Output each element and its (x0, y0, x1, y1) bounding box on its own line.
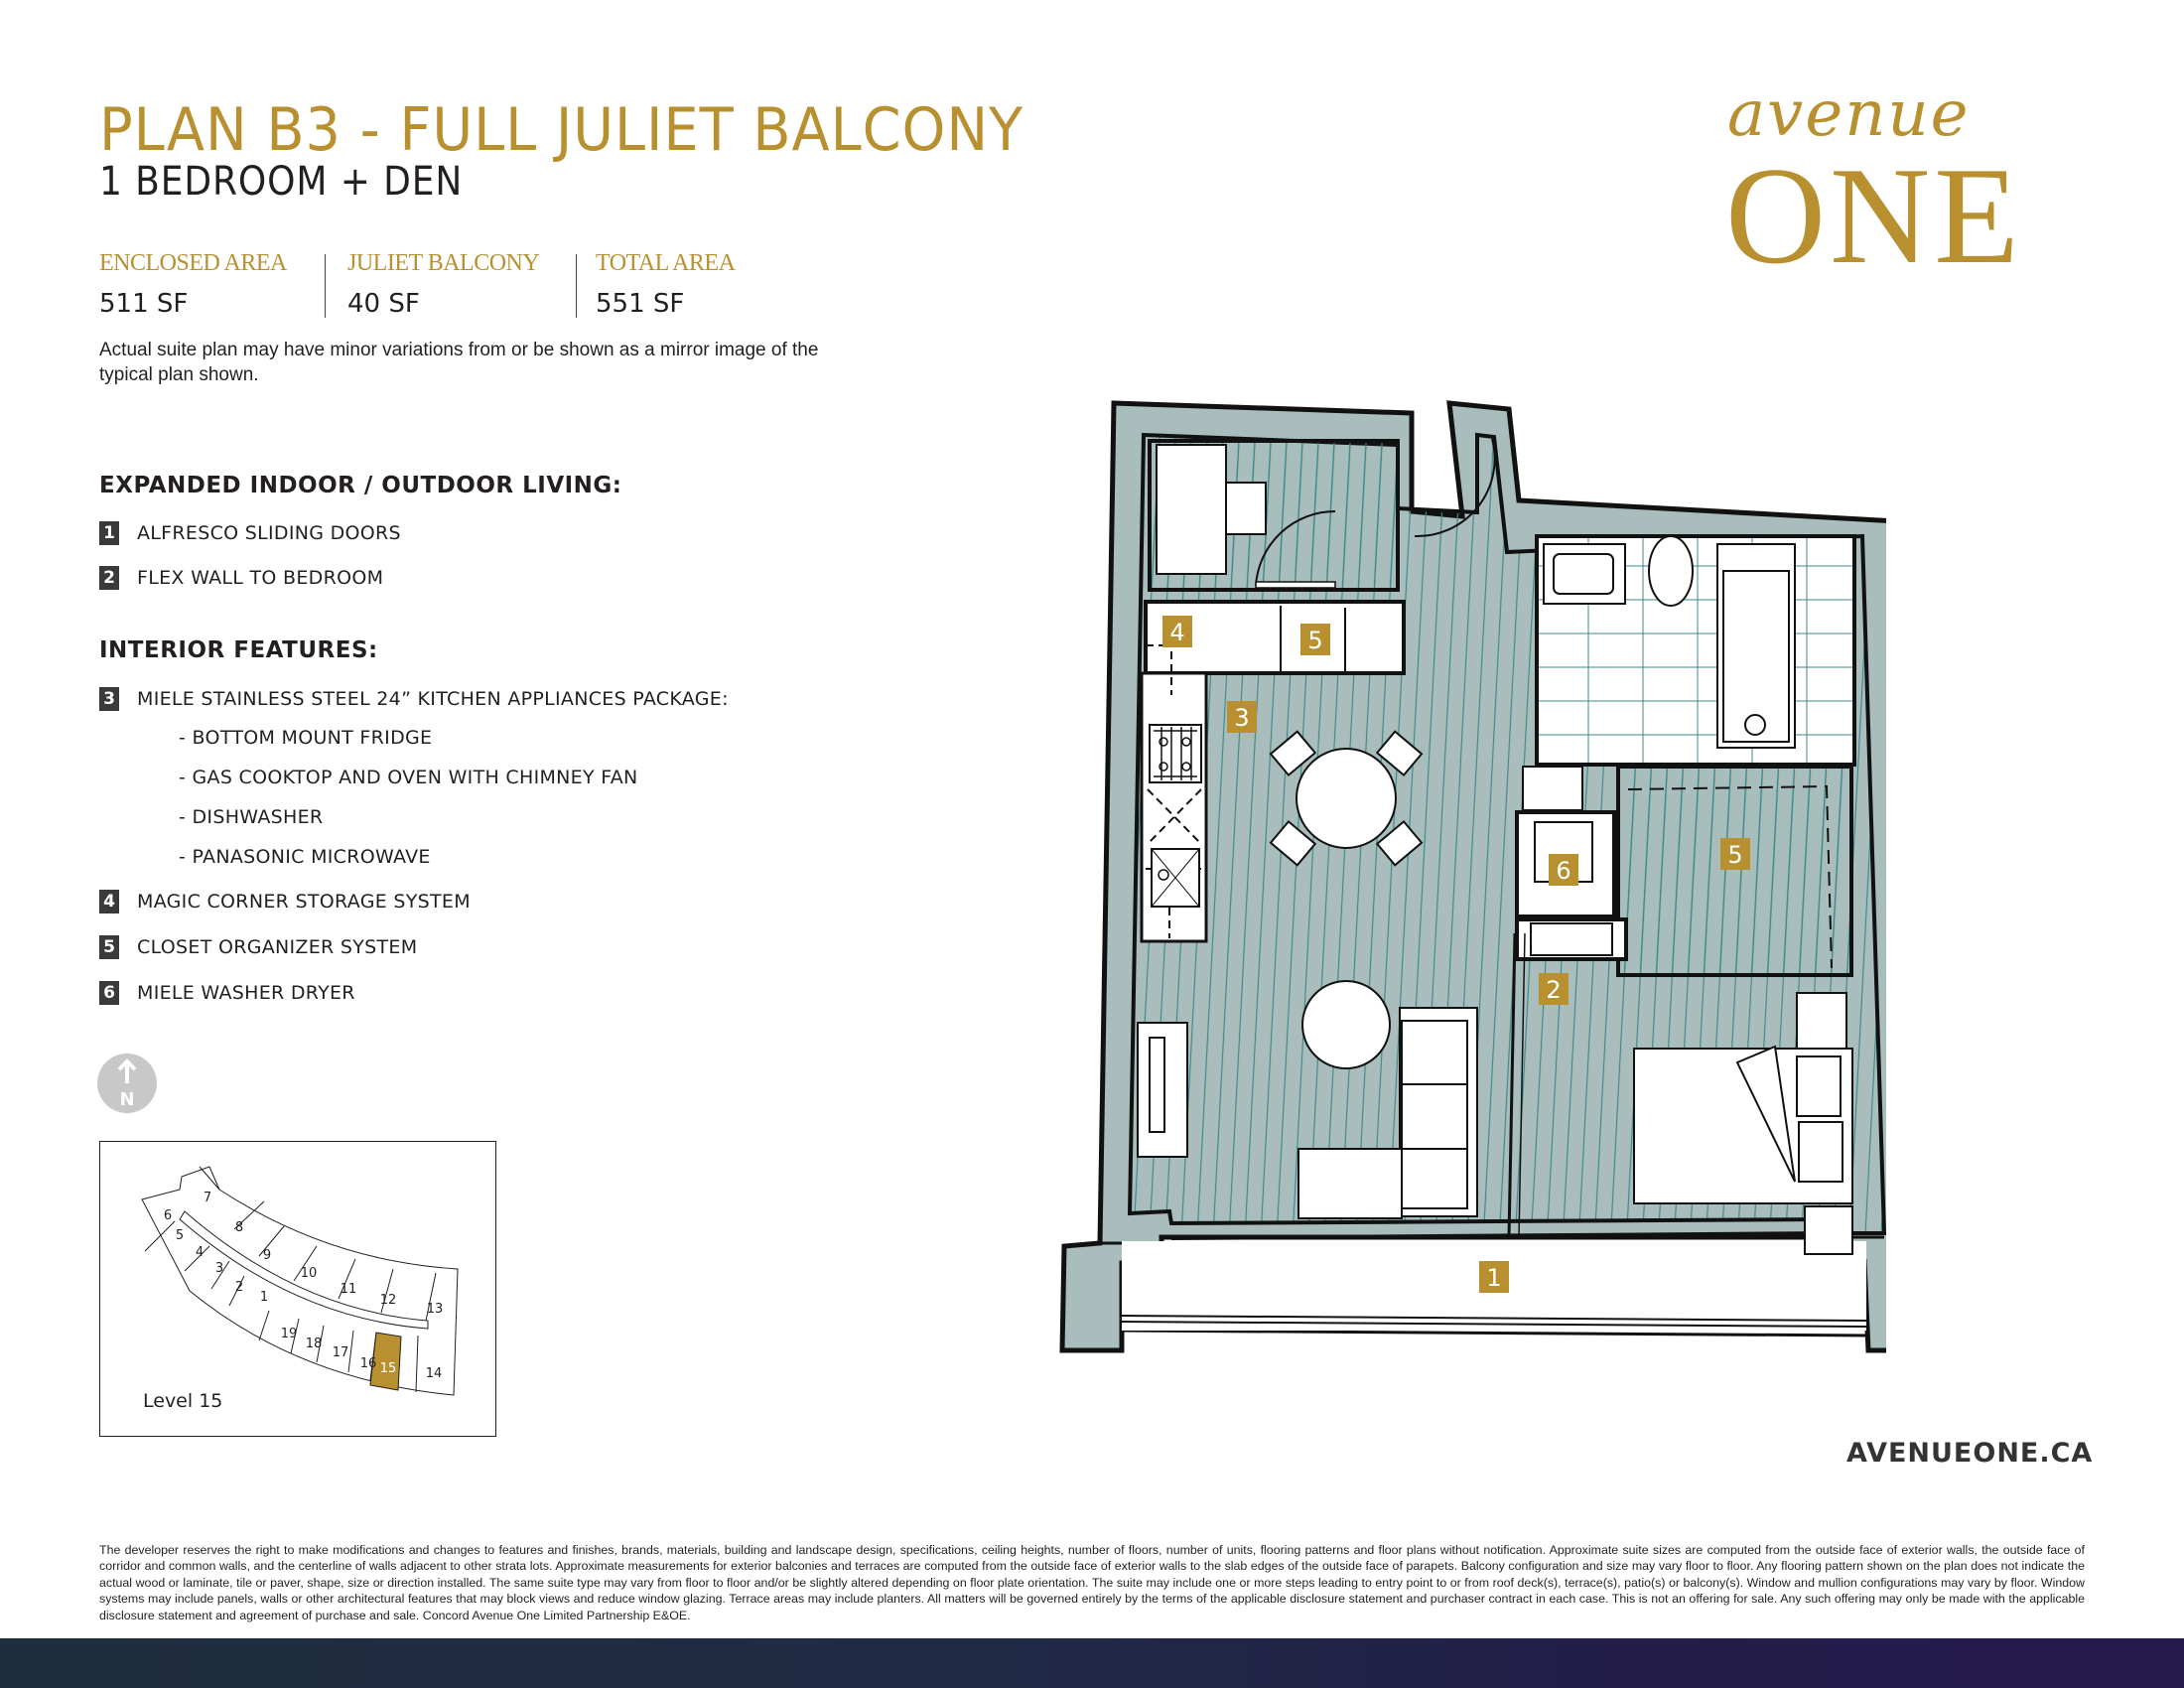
svg-text:2: 2 (235, 1280, 243, 1295)
area-divider (576, 254, 577, 318)
svg-text:14: 14 (426, 1366, 443, 1381)
feature-text: MIELE STAINLESS STEEL 24” KITCHEN APPLIA… (137, 688, 729, 710)
svg-text:15: 15 (380, 1361, 397, 1376)
feature-text: MIELE WASHER DRYER (137, 982, 355, 1004)
svg-text:11: 11 (341, 1282, 357, 1297)
svg-text:4: 4 (1169, 619, 1184, 646)
svg-text:4: 4 (196, 1245, 204, 1260)
feature-item: 5 CLOSET ORGANIZER SYSTEM (99, 933, 417, 961)
website-link[interactable]: AVENUEONE.CA (1846, 1438, 2094, 1469)
number-badge: 4 (99, 890, 119, 914)
svg-text:1: 1 (1486, 1264, 1501, 1292)
area-divider (325, 254, 326, 318)
area-total: TOTAL AREA 551 SF (596, 250, 736, 320)
feature-text: CLOSET ORGANIZER SYSTEM (137, 936, 418, 958)
brand-logo-script: avenue (1727, 77, 1971, 151)
footer-band (0, 1638, 2184, 1688)
area-label: ENCLOSED AREA (99, 250, 287, 276)
area-value: 511 SF (99, 289, 189, 319)
svg-text:2: 2 (1546, 976, 1561, 1004)
floorplan-drawing: 1 2 3 4 5 5 6 (1059, 400, 1927, 1353)
svg-text:3: 3 (1234, 704, 1249, 732)
svg-text:5: 5 (1727, 841, 1742, 869)
sub-feature: - BOTTOM MOUNT FRIDGE (179, 727, 433, 749)
svg-text:17: 17 (333, 1345, 349, 1360)
plan-title: PLAN B3 - FULL JULIET BALCONY (99, 95, 1024, 165)
svg-text:3: 3 (215, 1261, 223, 1276)
feature-item: 1 ALFRESCO SLIDING DOORS (99, 519, 401, 547)
sub-feature: - PANASONIC MICROWAVE (179, 846, 431, 868)
plan-subtitle: 1 BEDROOM + DEN (99, 159, 464, 205)
number-badge: 6 (99, 981, 119, 1005)
legal-disclaimer: The developer reserves the right to make… (99, 1543, 2085, 1622)
keyplan-level-label: Level 15 (143, 1390, 223, 1412)
sub-feature: - GAS COOKTOP AND OVEN WITH CHIMNEY FAN (179, 767, 638, 788)
brand-logo-wordmark: ONE (1725, 139, 2023, 293)
area-label: TOTAL AREA (596, 250, 736, 276)
svg-text:5: 5 (176, 1228, 184, 1243)
keyplan: 7 6 5 4 3 2 1 8 9 10 11 12 13 19 18 17 1… (99, 1141, 496, 1437)
svg-text:18: 18 (306, 1336, 323, 1351)
area-label: JULIET BALCONY (347, 250, 540, 276)
number-badge: 3 (99, 687, 119, 711)
svg-text:8: 8 (235, 1220, 243, 1235)
svg-text:10: 10 (301, 1266, 318, 1281)
svg-text:19: 19 (281, 1327, 298, 1341)
number-badge: 5 (99, 935, 119, 959)
plan-variation-note: Actual suite plan may have minor variati… (99, 340, 819, 385)
svg-text:N: N (119, 1089, 134, 1110)
feature-item: 4 MAGIC CORNER STORAGE SYSTEM (99, 888, 471, 915)
svg-text:6: 6 (164, 1208, 172, 1223)
number-badge: 2 (99, 566, 119, 590)
section-heading-interior: INTERIOR FEATURES: (99, 637, 378, 663)
area-enclosed: ENCLOSED AREA 511 SF (99, 250, 287, 320)
svg-text:7: 7 (204, 1191, 211, 1205)
svg-text:6: 6 (1556, 857, 1570, 885)
north-arrow-icon: N (97, 1054, 157, 1113)
keyplan-unit-highlighted (369, 1332, 402, 1391)
feature-text: MAGIC CORNER STORAGE SYSTEM (137, 891, 471, 913)
number-badge: 1 (99, 521, 119, 545)
feature-item: 6 MIELE WASHER DRYER (99, 979, 355, 1007)
feature-item: 2 FLEX WALL TO BEDROOM (99, 564, 383, 592)
feature-text: FLEX WALL TO BEDROOM (137, 567, 384, 589)
sub-feature: - DISHWASHER (179, 806, 324, 828)
floorplan: 1 2 3 4 5 5 6 (1042, 397, 1927, 1370)
svg-text:12: 12 (380, 1293, 397, 1308)
section-heading-outdoor: EXPANDED INDOOR / OUTDOOR LIVING: (99, 473, 622, 498)
keyplan-diagram: 7 6 5 4 3 2 1 8 9 10 11 12 13 19 18 17 1… (141, 1166, 459, 1396)
area-value: 551 SF (596, 289, 685, 319)
svg-text:5: 5 (1307, 627, 1322, 654)
area-value: 40 SF (347, 289, 420, 319)
area-juliet-balcony: JULIET BALCONY 40 SF (347, 250, 540, 320)
svg-text:1: 1 (260, 1290, 268, 1305)
svg-text:16: 16 (360, 1356, 377, 1371)
feature-text: ALFRESCO SLIDING DOORS (137, 522, 401, 544)
feature-item: 3 MIELE STAINLESS STEEL 24” KITCHEN APPL… (99, 685, 729, 713)
svg-text:13: 13 (427, 1302, 444, 1317)
svg-text:9: 9 (263, 1248, 271, 1263)
